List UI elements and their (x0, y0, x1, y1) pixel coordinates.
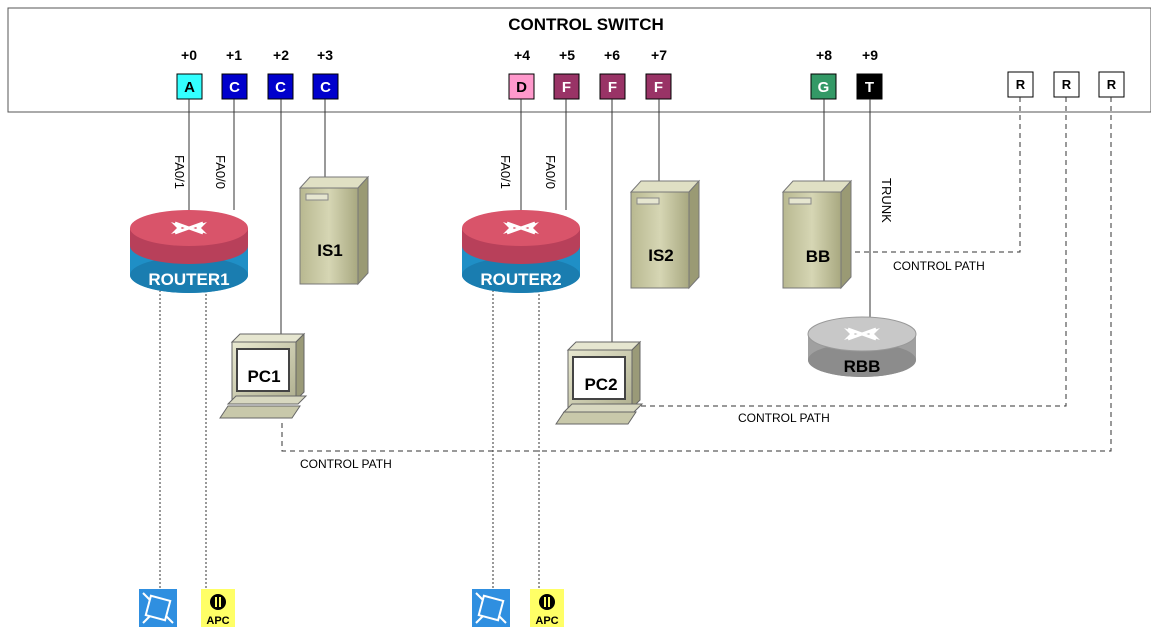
bb-server: BB (781, 179, 853, 290)
r-port-label: R (1016, 77, 1026, 92)
router1-fa01-label: FA0/1 (172, 155, 187, 189)
port-letter: G (818, 79, 830, 96)
port-box (553, 73, 580, 100)
r-port-2: R (1053, 71, 1080, 98)
port-box (856, 73, 883, 100)
port-offset: +4 (514, 47, 530, 63)
port-box (599, 73, 626, 100)
port-6: +6 F (599, 47, 626, 100)
port-2: +2 C (267, 47, 294, 100)
port-letter: C (320, 79, 331, 96)
console-lines (159, 290, 540, 590)
port-offset: +3 (317, 47, 333, 63)
control-path-label-pc2: CONTROL PATH (738, 411, 830, 425)
port-letter: F (562, 79, 571, 96)
console-icon (139, 589, 177, 627)
port-letter: C (229, 79, 240, 96)
router1-fa00-label: FA0/0 (213, 155, 228, 189)
control-path-label-bb: CONTROL PATH (893, 259, 985, 273)
port-box (267, 73, 294, 100)
is2-label: IS2 (648, 246, 674, 265)
router2-fa00-label: FA0/0 (543, 155, 558, 189)
port-offset: +1 (226, 47, 242, 63)
trunk-label: TRUNK (879, 178, 894, 223)
port-offset: +0 (181, 47, 197, 63)
port-letter: D (516, 79, 527, 96)
is1-label: IS1 (317, 241, 343, 260)
apc-label: APC (206, 615, 229, 627)
is1-server: IS1 (298, 175, 370, 286)
port-5: +5 F (553, 47, 580, 100)
port-4: +4 D (508, 47, 535, 100)
r-port-3: R (1098, 71, 1125, 98)
port-offset: +7 (651, 47, 667, 63)
router1: ROUTER1 (130, 210, 248, 293)
router2-fa01-label: FA0/1 (498, 155, 513, 189)
pc1-label: PC1 (247, 367, 280, 386)
control-path-label-pc1: CONTROL PATH (300, 457, 392, 471)
apc-label: APC (535, 615, 558, 627)
r-port-label: R (1107, 77, 1117, 92)
port-7: +7 F (645, 47, 672, 100)
is2-server: IS2 (629, 179, 701, 290)
port-box (221, 73, 248, 100)
port-letter: T (865, 79, 874, 96)
port-9: +9 T (856, 47, 883, 100)
router2-label: ROUTER2 (480, 270, 561, 289)
port-box (508, 73, 535, 100)
bb-label: BB (806, 247, 831, 266)
port-box (645, 73, 672, 100)
router2: ROUTER2 (462, 210, 580, 293)
control-paths (281, 97, 1112, 452)
r-port-1: R (1007, 71, 1034, 98)
port-letter: F (654, 79, 663, 96)
port-offset: +5 (559, 47, 575, 63)
apc-power-icon: APC (201, 589, 235, 627)
port-letter: A (184, 79, 195, 96)
router1-label: ROUTER1 (148, 270, 229, 289)
port-offset: +9 (862, 47, 878, 63)
port-offset: +6 (604, 47, 620, 63)
r-port-label: R (1062, 77, 1072, 92)
pc2-label: PC2 (584, 375, 617, 394)
port-letter: F (608, 79, 617, 96)
rbb-router: RBB (807, 316, 917, 377)
apc-power-icon: APC (530, 589, 564, 627)
port-offset: +8 (816, 47, 832, 63)
port-0: +0 A (176, 47, 203, 100)
console-icon (472, 589, 510, 627)
port-offset: +2 (273, 47, 289, 63)
port-box (810, 73, 837, 100)
pc1: PC1 (219, 332, 308, 419)
port-1: +1 C (221, 47, 248, 100)
port-8: +8 G (810, 47, 837, 100)
port-letter: C (275, 79, 286, 96)
switch-title: CONTROL SWITCH (508, 15, 664, 34)
pc2: PC2 (555, 340, 644, 425)
rbb-label: RBB (844, 357, 881, 376)
